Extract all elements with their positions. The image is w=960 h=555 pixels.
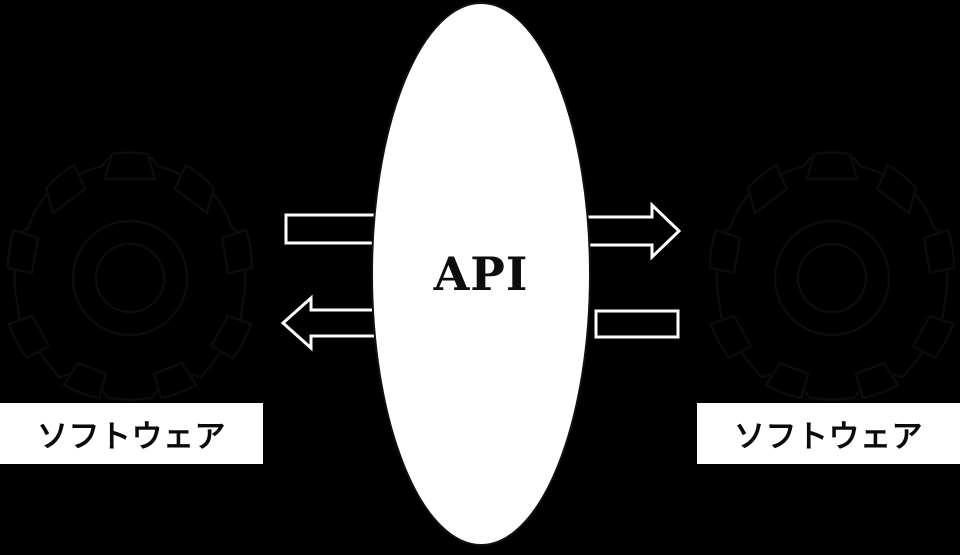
software-label-left: ソフトウェア xyxy=(37,419,226,455)
gear-teeth-left xyxy=(6,151,254,400)
software-label-right: ソフトウェア xyxy=(734,419,923,455)
gear-teeth-right xyxy=(708,151,956,400)
gear-hub-inner-left xyxy=(94,242,166,314)
gear-outer-left xyxy=(13,154,247,402)
gear-icon-right xyxy=(708,151,956,402)
gear-hub-outer-right xyxy=(773,219,891,337)
connector-left-tail xyxy=(594,309,680,339)
connector-right-arrow xyxy=(576,201,682,261)
gear-hub-inner-right xyxy=(796,242,868,314)
gear-outer-right xyxy=(715,154,949,402)
api-label: API xyxy=(433,247,529,301)
software-box-right: ソフトウェア xyxy=(697,403,960,464)
api-ellipse xyxy=(371,2,591,546)
gear-icon-left xyxy=(6,151,254,402)
connector-left-arrow xyxy=(280,294,387,352)
software-box-left: ソフトウェア xyxy=(0,403,263,464)
gear-hub-outer-left xyxy=(71,219,189,337)
